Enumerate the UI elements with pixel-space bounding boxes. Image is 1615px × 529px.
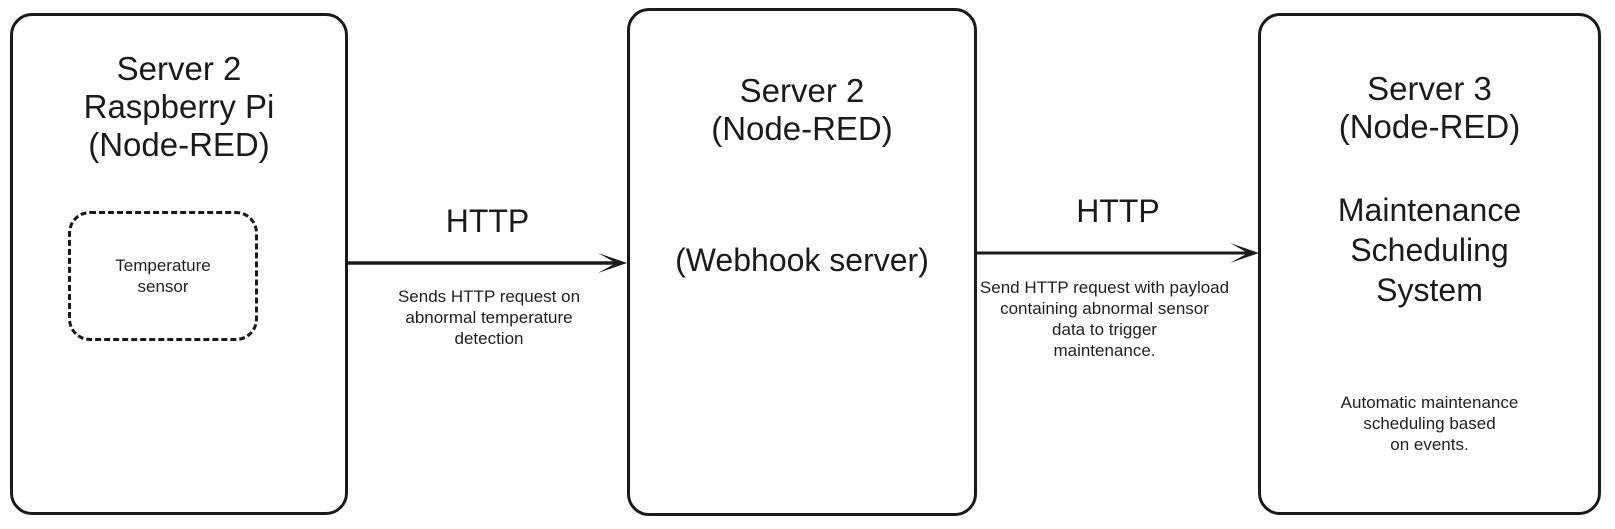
- node-right-title: Server 3 (Node-RED): [1338, 70, 1521, 145]
- node-server3-maintenance[interactable]: [1258, 13, 1601, 515]
- node-left-title: Server 2 Raspberry Pi (Node-RED): [83, 50, 275, 163]
- node-middle-title: Server 2 (Node-RED): [711, 72, 893, 147]
- arrow-left-to-middle: [348, 253, 627, 273]
- edge-2-protocol-label: HTTP: [1076, 193, 1160, 229]
- temperature-sensor-label: Temperature sensor: [115, 256, 211, 296]
- edge-2-description: Send HTTP request with payload containin…: [979, 278, 1230, 360]
- arrow-middle-to-right: [977, 243, 1259, 263]
- edge-1-protocol-label: HTTP: [445, 203, 530, 239]
- edge-1-description: Sends HTTP request on abnormal temperatu…: [397, 287, 581, 348]
- node-server2-webhook[interactable]: [627, 8, 977, 516]
- node-right-note: Automatic maintenance scheduling based o…: [1340, 393, 1519, 454]
- node-temperature-sensor[interactable]: Temperature sensor: [68, 211, 258, 341]
- node-middle-subtitle: (Webhook server): [675, 242, 929, 278]
- node-right-subtitle: Maintenance Scheduling System: [1337, 192, 1522, 308]
